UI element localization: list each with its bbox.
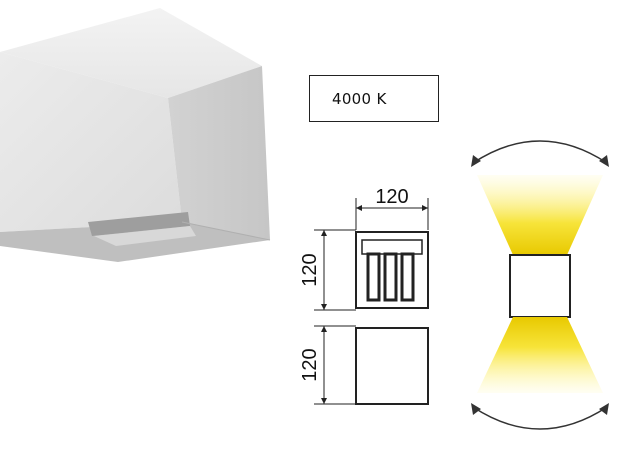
lamp-mount-slot — [88, 212, 190, 236]
height-top-dimension-label: 120 — [299, 253, 321, 286]
width-dimension-label: 120 — [375, 186, 408, 208]
beam-lamp-box — [509, 254, 571, 318]
color-temperature-box: 4000 K — [309, 75, 439, 122]
lamp-front-face — [0, 52, 182, 232]
light-beam-down — [477, 317, 603, 393]
light-beam-up — [477, 175, 603, 255]
front-view-slot-2 — [383, 252, 398, 302]
beam-diagram — [471, 140, 609, 430]
product-render — [0, 8, 271, 262]
side-view-outline — [355, 327, 429, 405]
height-bottom-dimension-label: 120 — [299, 348, 321, 381]
lamp-top-face — [0, 8, 262, 98]
color-temperature-text: 4000 K — [332, 89, 387, 108]
beam-angle-arc-top — [472, 140, 608, 164]
beam-angle-arc-bottom — [472, 406, 608, 430]
front-view-slot-1 — [366, 252, 381, 302]
dimension-drawing: 120 120 120 — [299, 186, 429, 405]
front-view-slot-3 — [400, 252, 415, 302]
lamp-side-face — [168, 66, 270, 240]
